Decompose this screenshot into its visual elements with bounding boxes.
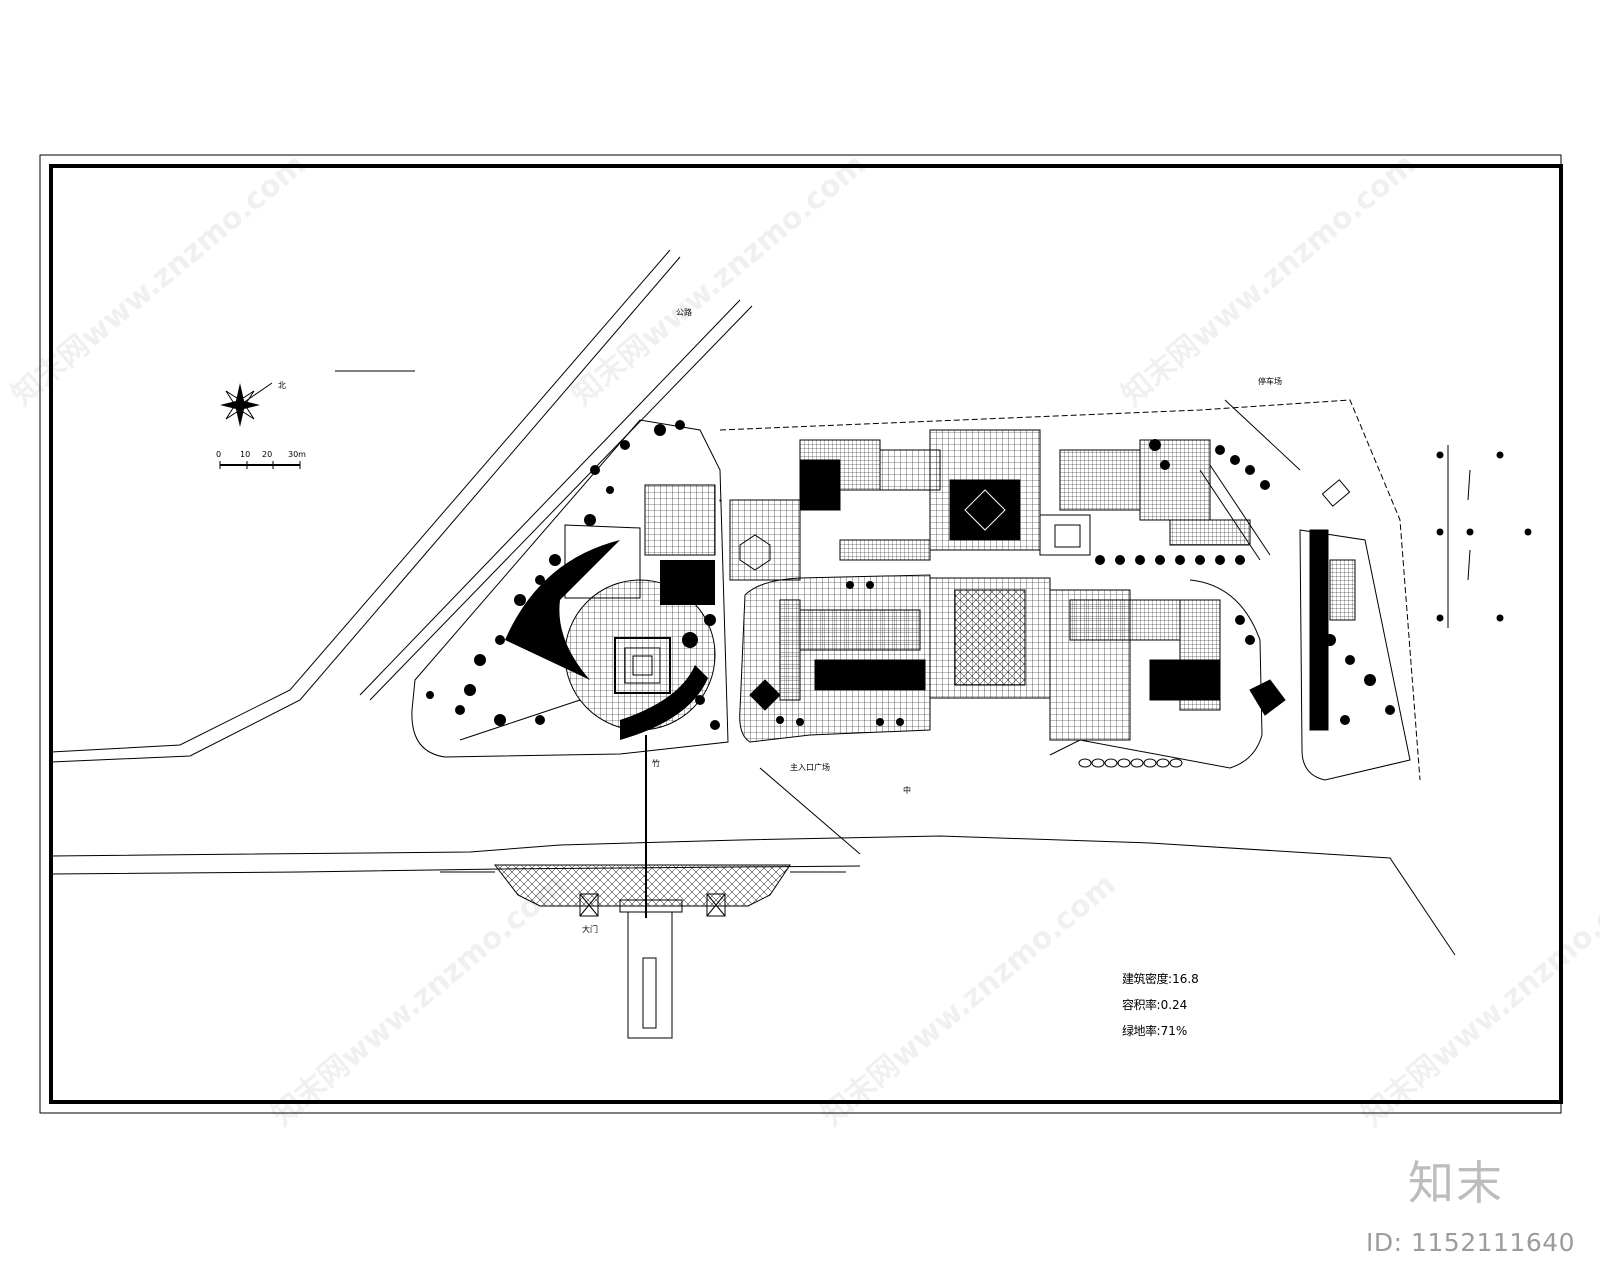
compass-icon [220, 382, 273, 427]
buildings-upper [719, 429, 1251, 561]
stat-separator: : [1156, 1024, 1161, 1038]
right-zone [1049, 529, 1411, 781]
road-legend [1436, 445, 1532, 628]
left-park [411, 419, 729, 758]
stat-value: 16.8 [1172, 972, 1199, 986]
stat-label: 容积率 [1122, 998, 1157, 1012]
scale-tick-10: 10 [240, 450, 251, 459]
stat-green-ratio: 绿地率:71% [1122, 1022, 1187, 1039]
stat-label: 绿地率 [1122, 1024, 1157, 1038]
stat-label: 建筑密度 [1122, 972, 1169, 986]
label-left: 竹 [652, 759, 660, 768]
stat-value: 71% [1160, 1024, 1188, 1038]
scale-tick-0: 0 [216, 450, 222, 459]
compass-label: 北 [278, 381, 286, 390]
parking [1199, 399, 1351, 561]
inner-frame [49, 164, 1563, 1104]
asset-id: ID: 1152111640 [1366, 1228, 1576, 1257]
label-road-top: 公路 [676, 308, 692, 317]
bridge-area [440, 735, 846, 1039]
label-mid: 中 [903, 786, 911, 795]
stat-building-density: 建筑密度:16.8 [1122, 970, 1199, 987]
scale-tick-30m: 30m [288, 450, 306, 459]
label-road-right: 停车场 [1258, 377, 1282, 386]
label-river-gate: 大门 [582, 925, 598, 934]
site-boundary [719, 399, 1421, 781]
stat-separator: : [1156, 998, 1161, 1012]
stat-floor-area-ratio: 容积率:0.24 [1122, 996, 1187, 1013]
scale-bar [219, 461, 301, 469]
trees-left [426, 420, 720, 730]
main-road [50, 767, 1456, 956]
highway [50, 249, 753, 763]
buildings-lower [749, 599, 1286, 716]
parking-bays [1078, 758, 1183, 768]
stat-value: 0.24 [1160, 998, 1188, 1012]
scale-tick-20: 20 [262, 450, 273, 459]
stat-separator: : [1168, 972, 1173, 986]
trees-right [776, 439, 1395, 726]
label-square: 主入口广场 [790, 763, 830, 772]
brand-logo: 知末 [1408, 1156, 1504, 1210]
